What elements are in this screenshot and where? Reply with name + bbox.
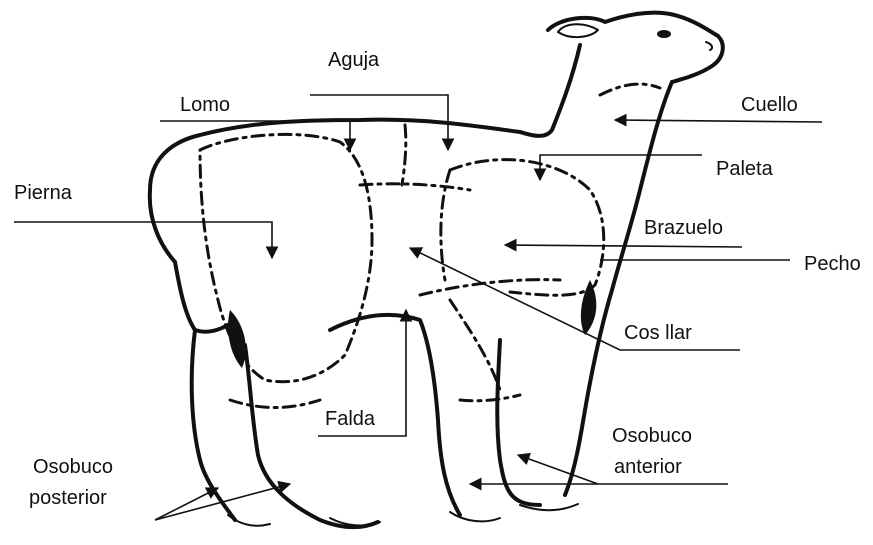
osobuco-anterior-leader-1 [518, 455, 598, 484]
label-falda: Falda [325, 407, 375, 431]
label-cuello: Cuello [741, 93, 798, 117]
osobuco-posterior-leader-2 [155, 484, 290, 520]
brazuelo-leader [505, 245, 742, 247]
label-lomo: Lomo [180, 93, 230, 117]
label-osobuco-posterior-line1: Osobuco [33, 455, 113, 479]
label-osobuco-anterior-line1: Osobuco [612, 424, 692, 448]
llama-outline [150, 13, 723, 528]
label-costillar: Cos llar [624, 321, 692, 345]
osobuco-posterior-leader-1 [155, 488, 218, 520]
label-paleta: Paleta [716, 157, 773, 181]
label-brazuelo: Brazuelo [644, 216, 723, 240]
cuello-leader [615, 120, 822, 122]
label-pierna: Pierna [14, 181, 72, 205]
paleta-leader [540, 155, 702, 180]
label-osobuco-posterior-line2: posterior [29, 486, 107, 510]
pierna-leader [14, 222, 272, 258]
label-aguja: Aguja [328, 48, 379, 72]
label-pecho: Pecho [804, 252, 861, 276]
leader-lines [14, 95, 822, 520]
label-osobuco-anterior-line2: anterior [614, 455, 682, 479]
